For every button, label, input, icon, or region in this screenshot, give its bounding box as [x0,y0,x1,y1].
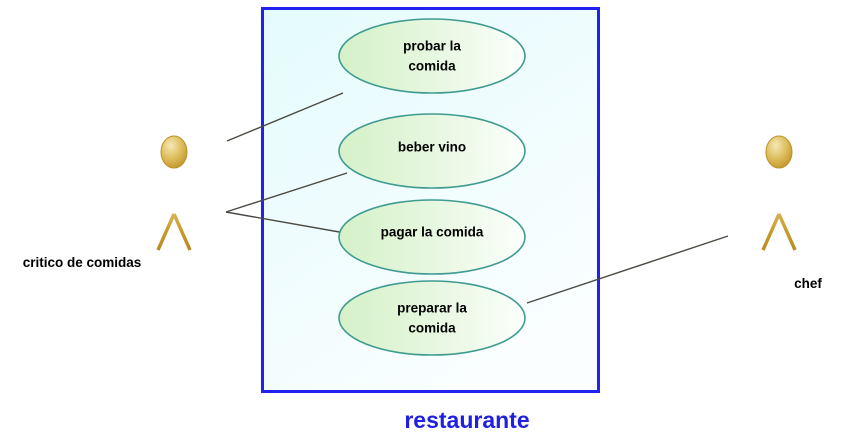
use-case-label-line2: comida [408,59,456,74]
use-case-beber-vino[interactable]: beber vino [338,113,526,189]
use-case-preparar-la-comida[interactable]: preparar la comida [338,280,526,356]
stick-figure-icon [148,135,200,251]
association-chef-preparar-la-comida[interactable] [526,235,729,304]
use-case-ellipse [338,199,526,275]
use-case-ellipse [338,280,526,356]
association-critico-beber-vino[interactable] [225,172,348,213]
actor-head [765,135,793,169]
actor-leg-right [777,213,797,251]
use-case-label-line1: beber vino [398,140,466,155]
system-name-label: restaurante [404,407,529,433]
association-critico-probar-la-comida[interactable] [226,92,344,142]
actor-leg-left [156,213,176,251]
use-case-ellipse [338,18,526,94]
use-case-pagar-la-comida[interactable]: pagar la comida [338,199,526,275]
actor-label: critico de comidas [23,255,142,270]
use-case-label-line1: probar la [403,39,461,54]
actor-head [160,135,188,169]
association-critico-pagar-la-comida[interactable] [225,211,346,234]
use-case-label-line1: pagar la comida [381,225,484,240]
actor-leg-left [761,213,781,251]
actor-label: chef [794,276,822,291]
stick-figure-icon [753,135,805,251]
use-case-probar-la-comida[interactable]: probar la comida [338,18,526,94]
actor-critico-de-comidas[interactable]: critico de comidas [23,135,200,270]
actor-leg-right [172,213,192,251]
actor-chef[interactable]: chef [753,135,822,291]
use-case-label-line1: preparar la [397,301,467,316]
use-case-ellipse [338,113,526,189]
association-lines [225,92,729,304]
use-case-label-line2: comida [408,321,456,336]
